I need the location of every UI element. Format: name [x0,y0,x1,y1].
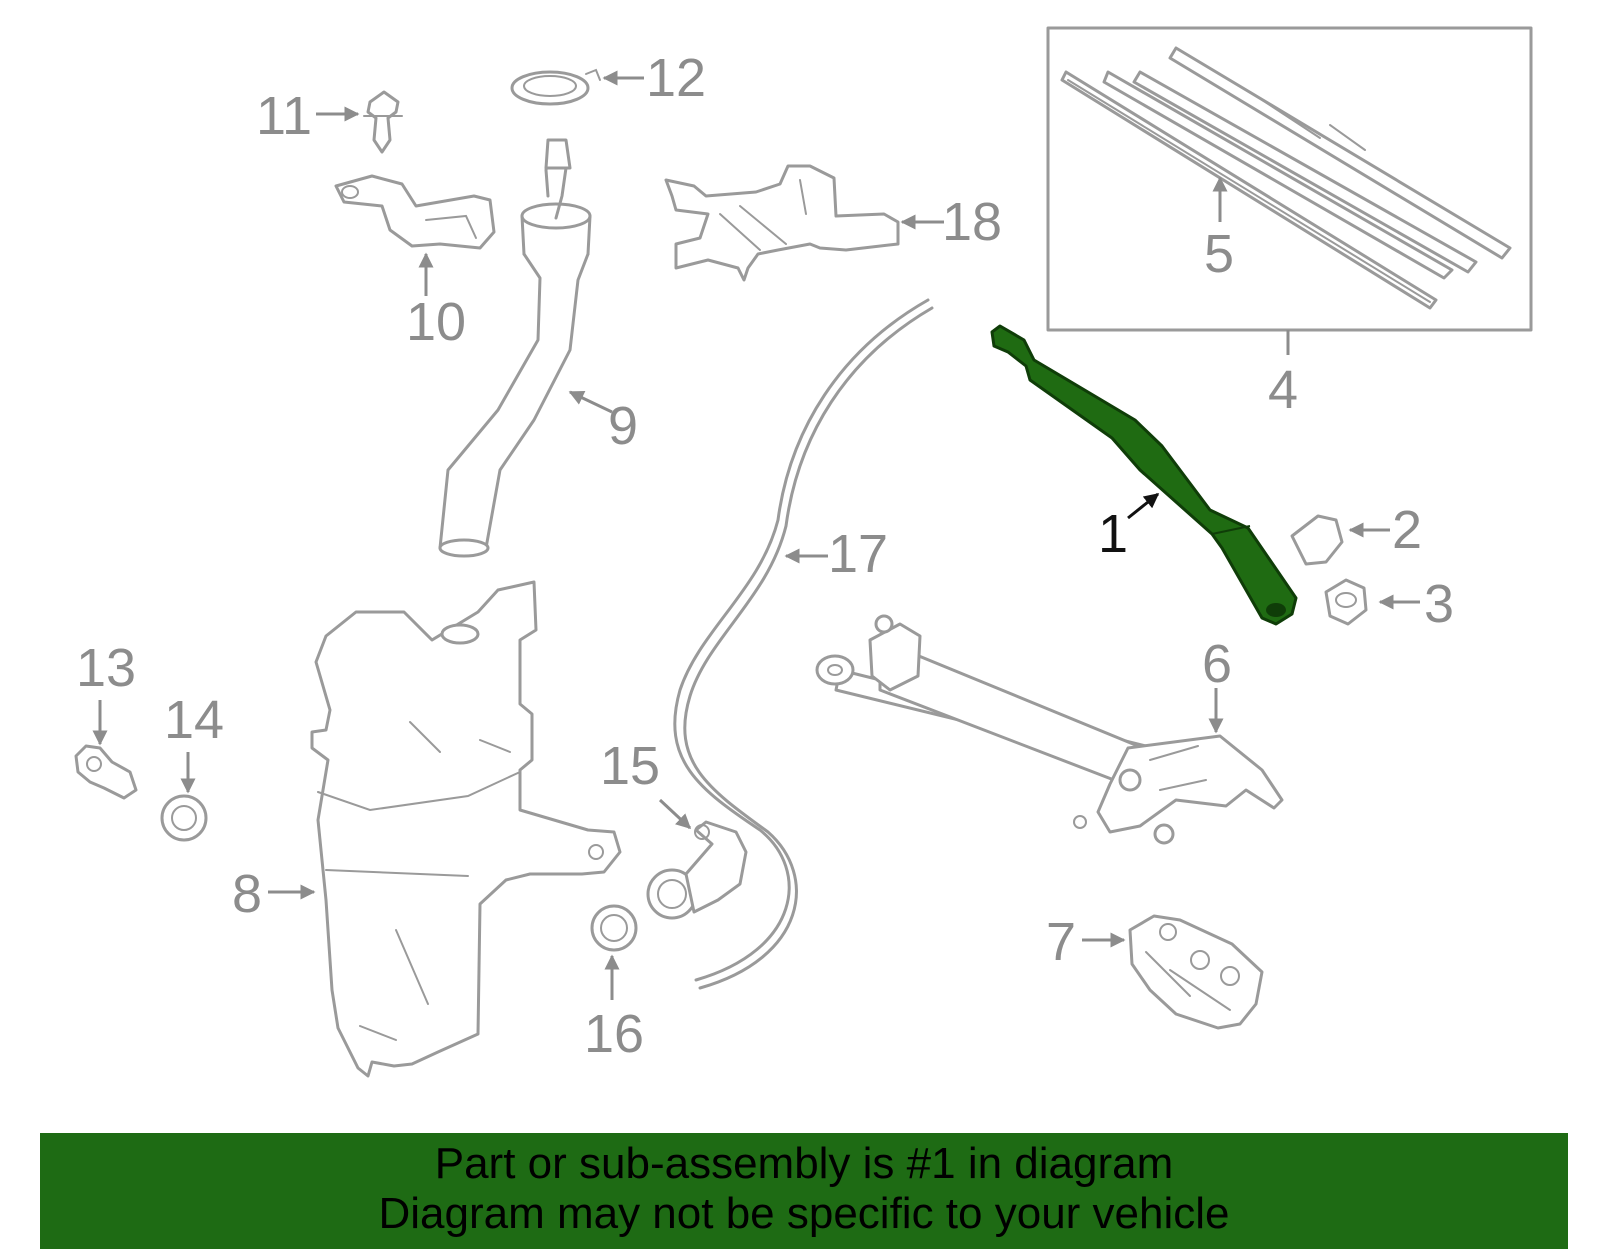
part-11-clip [363,90,403,154]
callout-3: 3 [1424,574,1454,634]
callout-14: 14 [164,690,224,750]
part-16-seal [590,904,638,952]
callout-4: 4 [1268,360,1298,420]
part-15-pump [646,820,748,920]
part-18-cowl [664,164,900,282]
wiper-blade-box [1046,26,1533,332]
part-3-nut [1324,578,1368,626]
leader-1 [1127,492,1160,520]
part-2-cap [1290,514,1344,566]
callout-2: 2 [1392,500,1422,560]
callout-11: 11 [256,86,312,146]
banner-line-1: Part or sub-assembly is #1 in diagram [434,1139,1174,1188]
callout-13: 13 [76,638,136,698]
info-banner: Part or sub-assembly is #1 in diagram Di… [40,1133,1568,1249]
leader-15 [658,798,692,830]
callout-10: 10 [406,292,466,352]
part-17-hose [673,298,934,990]
leader-9 [568,390,613,414]
part-8-reservoir [310,580,622,1078]
wiper-arm-highlighted [990,324,1298,626]
callout-15: 15 [600,736,660,796]
part-7-motor [1128,914,1264,1030]
callout-9: 9 [608,396,638,456]
callout-8: 8 [232,864,262,924]
part-12-cap [510,68,601,106]
part-14-grommet [160,794,208,842]
callout-18: 18 [942,192,1002,252]
callout-1: 1 [1098,504,1128,564]
part-10-bracket [334,174,496,250]
callout-12: 12 [646,48,706,108]
callout-5: 5 [1204,224,1234,284]
callout-6: 6 [1202,634,1232,694]
banner-line-2: Diagram may not be specific to your vehi… [378,1189,1230,1238]
part-13-fastener [74,744,138,800]
callout-16: 16 [584,1004,644,1064]
callout-7: 7 [1046,912,1076,972]
part-9-filler-neck [438,138,592,558]
part-6-linkage [815,614,1284,845]
callout-17: 17 [828,524,888,584]
